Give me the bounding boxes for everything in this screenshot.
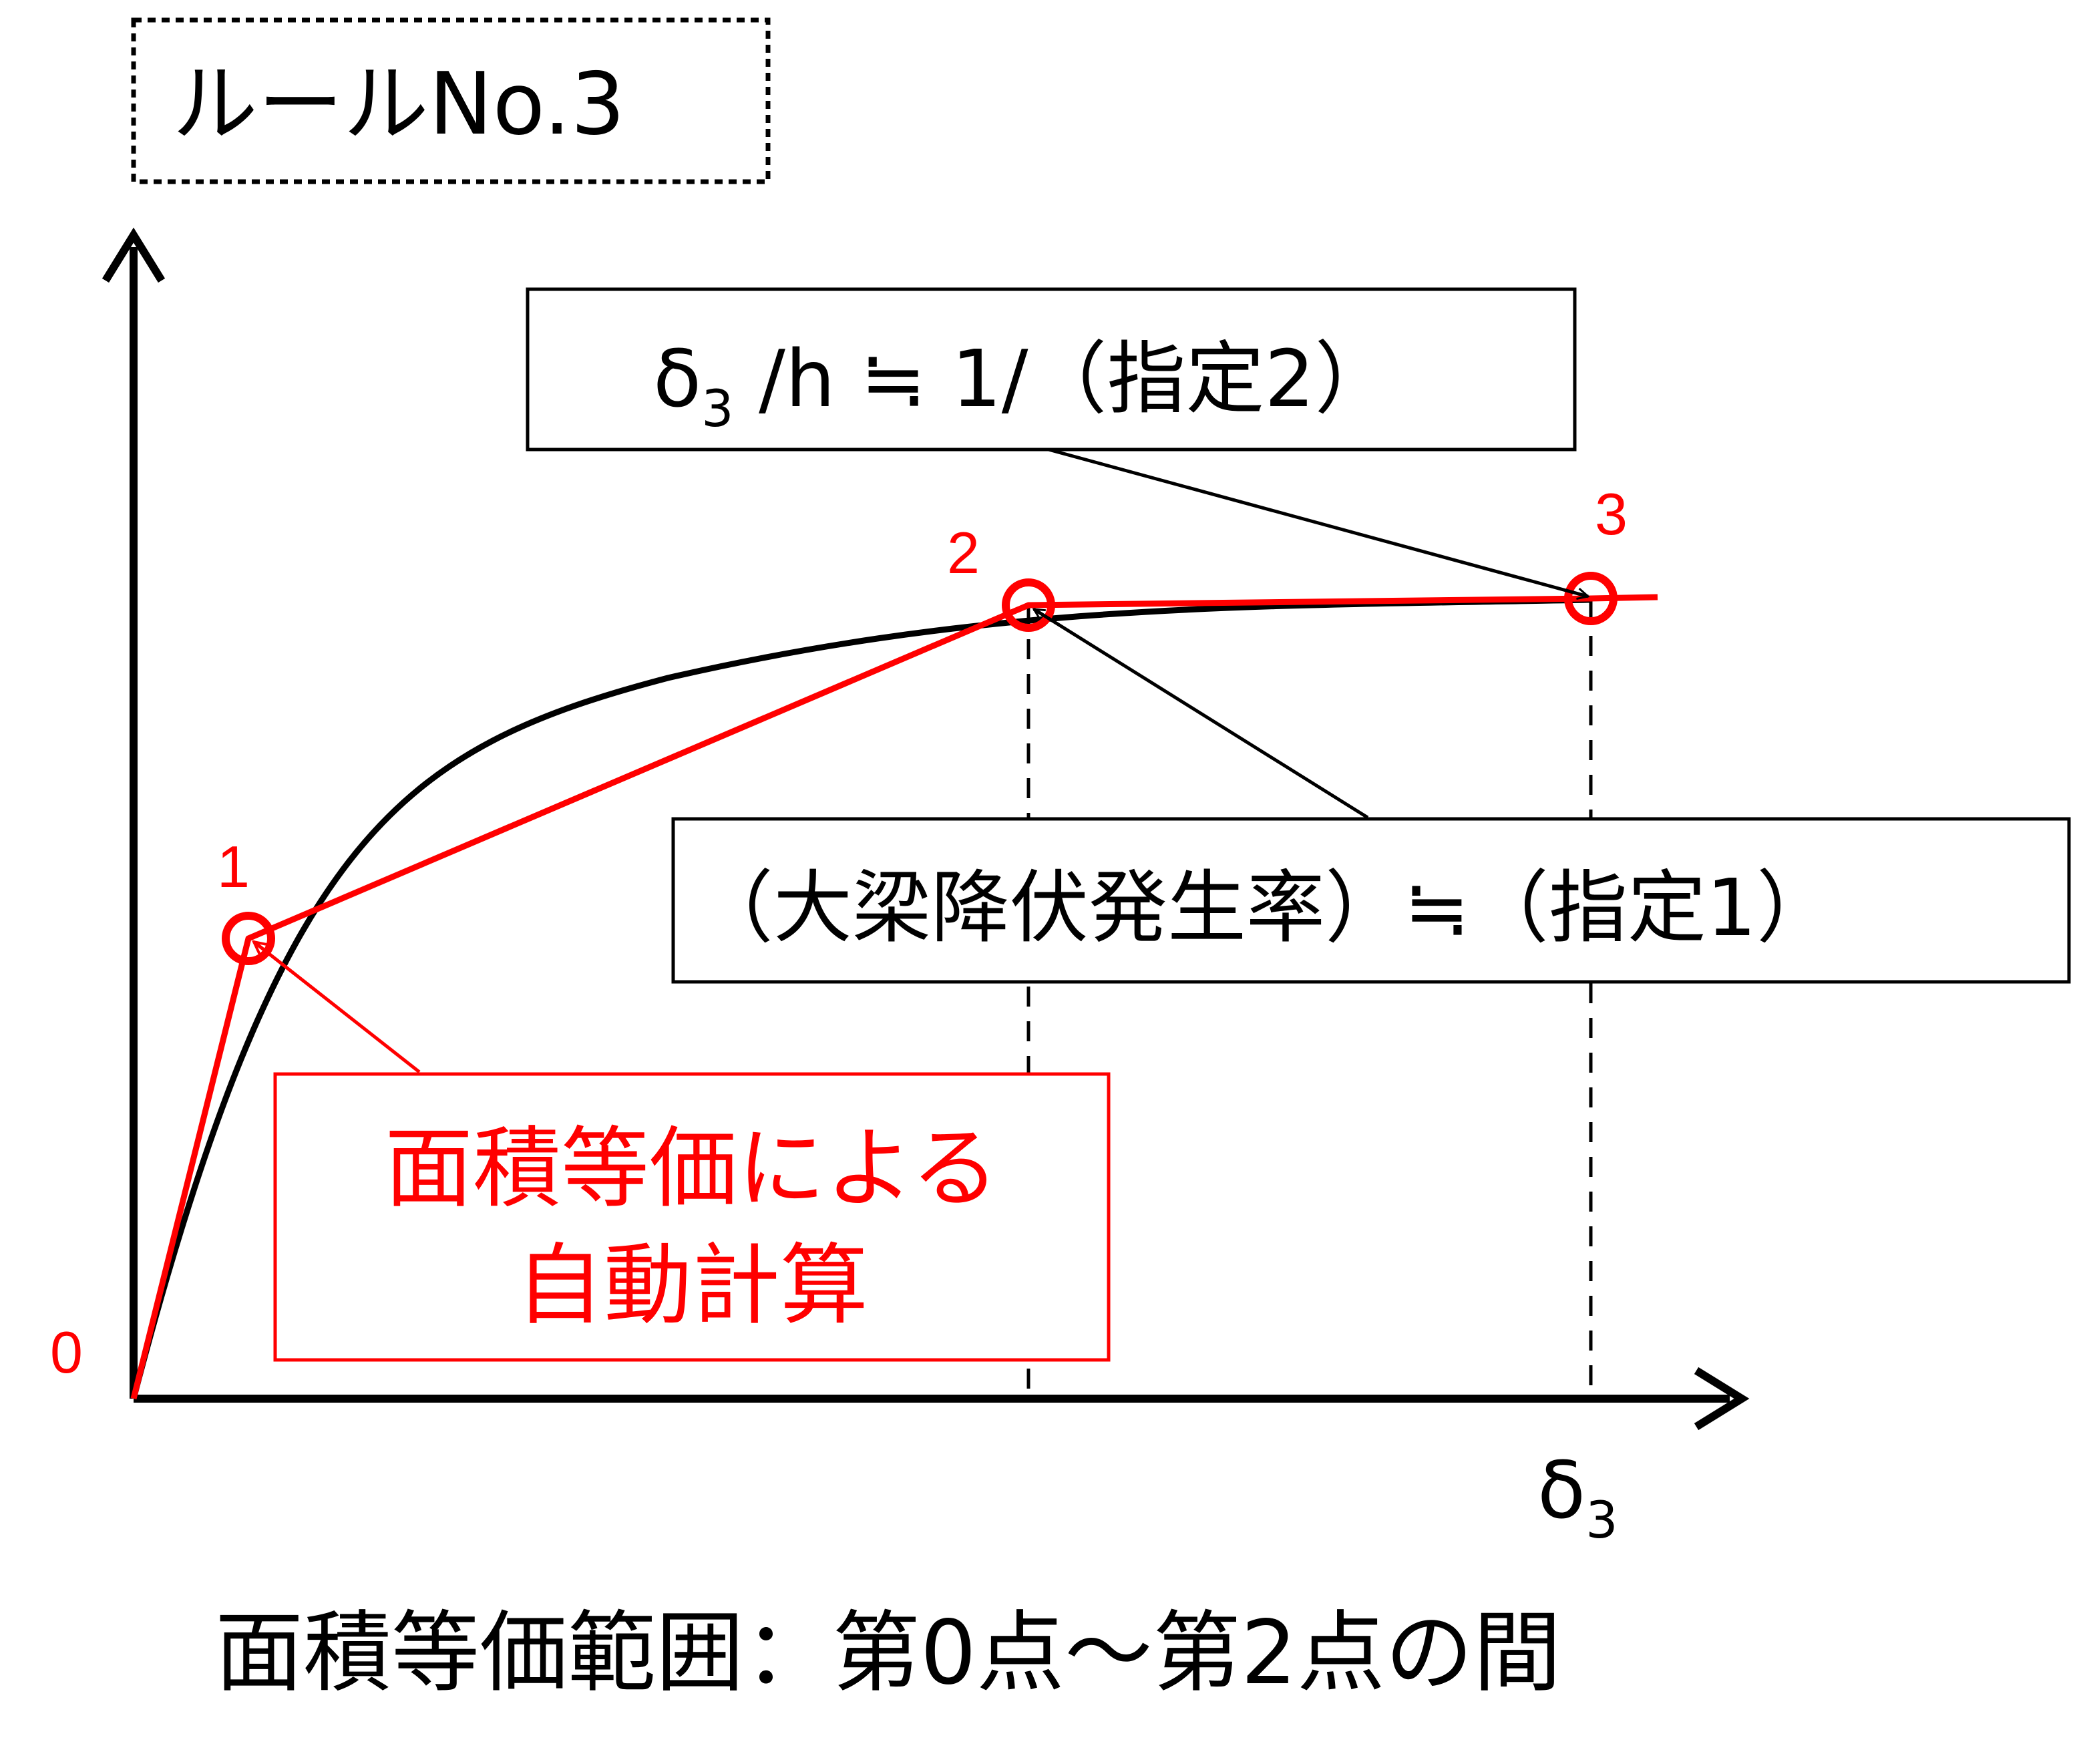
rule-title-box: ルールNo.3 [131,17,771,184]
point-label-2: 2 [947,520,980,586]
callout-beam-yield: （大梁降伏発生率）≒（指定1） [671,607,2071,984]
callout-beam-yield-text: （大梁降伏発生率）≒（指定1） [695,862,1835,954]
axes [102,227,1750,1431]
x-axis-subscript: 3 [1585,1490,1618,1550]
callout-area-arrow [254,942,421,1073]
x-axis-arrowhead [1694,1367,1750,1431]
callout-area-line1: 面積等価による [385,1117,999,1220]
callout-drift-subscript: 3 [701,379,733,438]
x-axis-label: δ3 [1537,1444,1618,1550]
callout-beam-yield-arrow [1034,607,1369,820]
point-marker-3 [1564,572,1618,625]
callout-drift-text: /h ≒ 1/（指定2） [734,333,1394,425]
callout-drift-arrow [1048,448,1588,596]
rule-title: ルールNo.3 [172,55,625,154]
point-marker-2 [1002,578,1055,632]
point-label-3: 3 [1595,481,1628,547]
y-axis-arrowhead [102,227,166,283]
point-label-1: 1 [217,834,250,900]
callout-area-equivalence: 面積等価による 自動計算 [254,942,1111,1362]
point-label-0: 0 [50,1319,83,1385]
skeleton-curve [130,596,1590,1400]
point-marker-1 [222,912,275,965]
svg-text:δ3 /h ≒ 1/（指定2）: δ3 /h ≒ 1/（指定2） [653,333,1394,438]
callout-area-line2: 自動計算 [516,1234,868,1337]
callout-drift-limit: δ3 /h ≒ 1/（指定2） [526,287,1588,596]
x-axis-delta: δ [1537,1444,1585,1536]
footer-caption: 面積等価範囲：第0点～第2点の間 [215,1602,1561,1705]
callout-drift-delta: δ [653,333,701,425]
